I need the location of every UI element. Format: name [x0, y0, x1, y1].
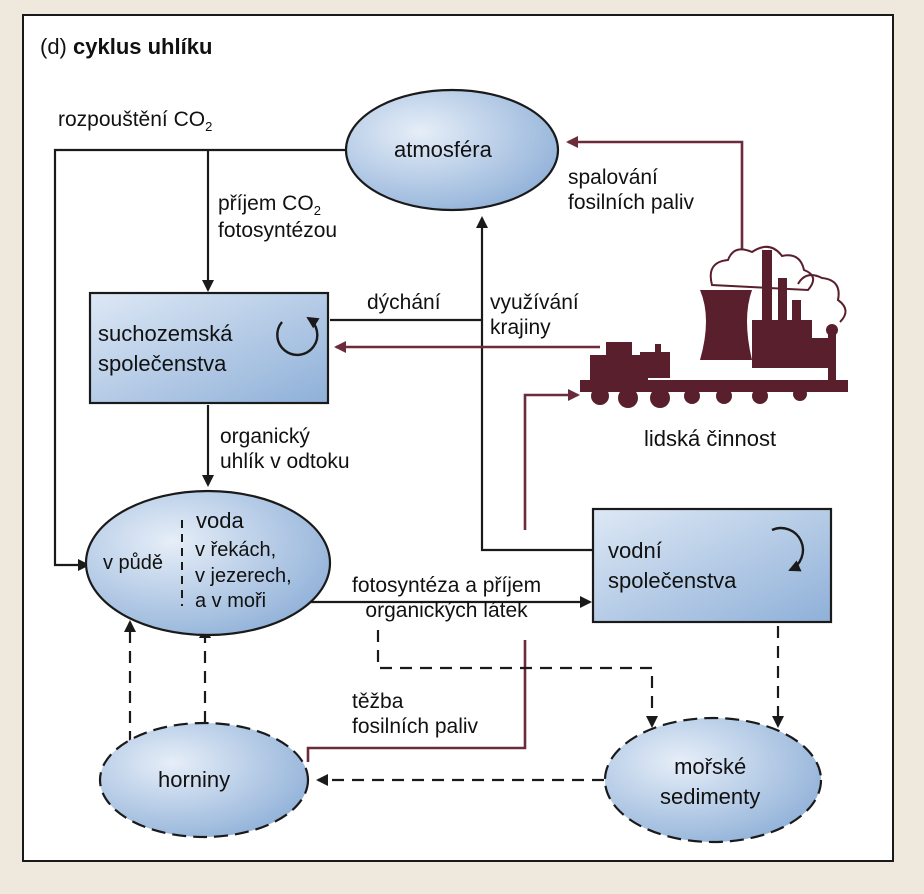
- water-places: v řekách, v jezerech, a v moři: [195, 538, 292, 615]
- aquatic-line-2: společenstva: [608, 567, 737, 593]
- respiration-label: dýchání: [367, 291, 441, 314]
- combustion-label: spalování fosilních paliv: [568, 166, 694, 216]
- sediments-line-1: mořské: [674, 754, 747, 779]
- sediments-label: mořské sedimenty: [660, 752, 760, 811]
- terrestrial-line-2: společenstva: [98, 350, 227, 376]
- mining-to-human-arrow: [523, 389, 580, 530]
- atmosphere-label: atmosféra: [394, 137, 492, 162]
- combustion-arrow: [566, 136, 744, 250]
- water-title: voda: [196, 508, 244, 533]
- aquatic-respiration-arrow: [476, 216, 593, 552]
- title-text: cyklus uhlíku: [73, 34, 213, 59]
- photosynthesis-line-1: fotosyntéza a příjem: [352, 574, 542, 597]
- photosynthesis-label: fotosyntéza a příjem organických látek: [352, 574, 541, 624]
- mining-label: těžba fosilních paliv: [352, 690, 478, 740]
- terrestrial-line-1: suchozemská: [98, 321, 233, 346]
- uptake-sub: 2: [313, 203, 321, 219]
- rocks-label: horniny: [158, 767, 231, 792]
- title-prefix: (d): [40, 34, 67, 59]
- uptake-line-1: příjem CO: [218, 192, 314, 215]
- water-to-sediments-arrow: [376, 630, 658, 728]
- dissolution-label: rozpouštění CO2: [58, 108, 212, 135]
- mining-line-2: fosilních paliv: [352, 714, 479, 738]
- rocks-node: [98, 721, 310, 839]
- mining-arrow: [306, 640, 527, 762]
- uptake-line-2: fotosyntézou: [218, 218, 338, 242]
- runoff-line-2: uhlík v odtoku: [220, 449, 350, 473]
- mining-line-1: těžba: [352, 690, 404, 713]
- runoff-line-1: organický: [220, 425, 310, 448]
- dissolution-arrow: [53, 148, 345, 571]
- aquatic-node: [591, 507, 833, 624]
- sediments-node: [603, 716, 823, 844]
- atmosphere-node: [344, 88, 560, 212]
- dissolution-sub: 2: [205, 119, 213, 135]
- aquatic-cycle-icon: [771, 526, 805, 572]
- sediments-line-2: sedimenty: [660, 783, 761, 809]
- human-activity-label: lidská činnost: [644, 426, 777, 451]
- dissolution-text: rozpouštění CO: [58, 108, 206, 131]
- terrestrial-cycle-icon: [276, 316, 320, 357]
- combustion-line-2: fosilních paliv: [568, 190, 695, 214]
- water-node: [84, 489, 332, 637]
- land-use-line-2: krajiny: [490, 315, 551, 339]
- combustion-line-1: spalování: [568, 166, 658, 189]
- aquatic-label: vodní společenstva: [608, 536, 736, 595]
- aquatic-line-1: vodní: [608, 538, 662, 563]
- land-use-label: využívání krajiny: [490, 291, 579, 341]
- diagram-title: (d) cyklus uhlíku: [40, 34, 212, 60]
- water-place-3: a v moři: [195, 590, 267, 613]
- terrestrial-node: [88, 291, 330, 405]
- photosynthesis-line-2: organických látek: [365, 598, 528, 622]
- land-use-line-1: využívání: [490, 291, 579, 314]
- terrestrial-label: suchozemská společenstva: [98, 319, 233, 378]
- water-place-2: v jezerech,: [195, 564, 292, 587]
- water-place-1: v řekách,: [195, 539, 277, 561]
- runoff-label: organický uhlík v odtoku: [220, 425, 350, 475]
- uptake-label: příjem CO2 fotosyntézou: [218, 192, 337, 243]
- water-soil-label: v půdě: [103, 552, 164, 574]
- factory-icon: [580, 245, 848, 408]
